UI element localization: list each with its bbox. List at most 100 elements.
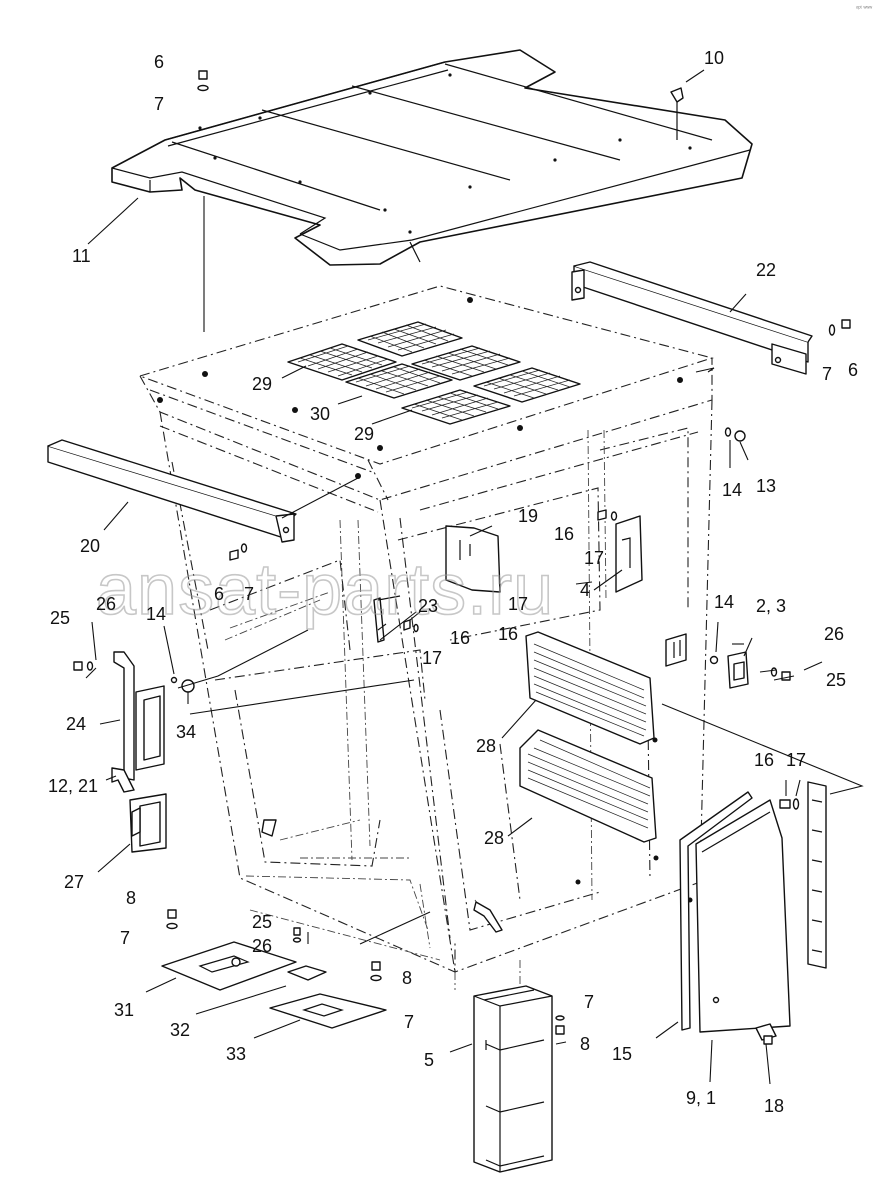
part-label: 27 — [64, 872, 84, 892]
lock-2-3 — [709, 651, 749, 689]
part-label: 24 — [66, 714, 86, 734]
part-label: 8 — [126, 888, 136, 908]
part-label: 6 — [154, 52, 164, 72]
part-label: 7 — [584, 992, 594, 1012]
part-label: 16 — [554, 524, 574, 544]
roof-grilles — [287, 321, 581, 425]
part-label: 34 — [176, 722, 196, 742]
part-label: 7 — [822, 364, 832, 384]
rail-22 — [571, 261, 813, 375]
bolt-8-icon — [166, 909, 178, 930]
part-label: 29 — [354, 424, 374, 444]
bolt-25-icon — [73, 661, 94, 671]
part-label: 6 — [214, 584, 224, 604]
grille-29a — [287, 343, 397, 381]
bolt-8-icon — [555, 1015, 565, 1035]
part-label: 33 — [226, 1044, 246, 1064]
screw-10-icon — [670, 87, 684, 140]
leader-lines — [85, 69, 864, 1085]
handle-23 — [373, 595, 401, 643]
hinge-latch-icon — [665, 633, 687, 667]
part-label: 4 — [580, 580, 590, 600]
part-label: 20 — [80, 536, 100, 556]
grille-30b — [411, 345, 521, 381]
grille-29d — [473, 367, 581, 403]
part-label: 12, 21 — [48, 776, 98, 796]
part-label: 25 — [50, 608, 70, 628]
bracket-4 — [615, 515, 643, 593]
part-label: 18 — [764, 1096, 784, 1116]
bracket-19 — [445, 525, 501, 593]
part-label: 11 — [72, 246, 91, 266]
part-label: 26 — [824, 624, 844, 644]
bolt-25-icon — [292, 927, 302, 943]
part-label: 14 — [146, 604, 166, 624]
part-label: 30 — [310, 404, 330, 424]
part-label: 8 — [402, 968, 412, 988]
door-9-1 — [695, 799, 791, 1033]
part-label: 5 — [424, 1050, 434, 1070]
part-label: 10 — [704, 48, 724, 68]
part-label: 25 — [826, 670, 846, 690]
part-label: 32 — [170, 1020, 190, 1040]
part-label: 16 — [498, 624, 518, 644]
part-label: 7 — [154, 94, 164, 114]
bolt-6-icon — [229, 543, 248, 561]
side-grille-28b — [519, 729, 657, 843]
floor-plate-33 — [269, 993, 387, 1029]
rail-20 — [47, 439, 297, 543]
door-handle-18 — [755, 1023, 777, 1045]
roof-panel — [111, 49, 753, 266]
door-hinge-strip — [807, 781, 827, 969]
part-label: 23 — [418, 596, 438, 616]
part-label: 17 — [422, 648, 442, 668]
part-label: 26 — [96, 594, 116, 614]
part-label: 29 — [252, 374, 272, 394]
part-label: 22 — [756, 260, 776, 280]
part-label: 7 — [120, 928, 130, 948]
part-label: 7 — [404, 1012, 414, 1032]
step-ladder-5 — [473, 985, 553, 1173]
part-label: 15 — [612, 1044, 632, 1064]
bolt-8-icon — [370, 961, 382, 982]
part-label: 26 — [252, 936, 272, 956]
watermark-text: ansat-parts.ru — [96, 550, 554, 630]
part-label: 8 — [580, 1034, 590, 1054]
grille-30a — [345, 363, 453, 399]
part-label: 14 — [722, 480, 742, 500]
handrail-24 — [111, 651, 165, 793]
part-label: 19 — [518, 506, 538, 526]
floor-plate-32 — [287, 965, 327, 981]
part-label: 7 — [244, 584, 254, 604]
bolt-16-icon — [597, 509, 618, 521]
grille-29b — [357, 321, 463, 357]
part-label: 28 — [476, 736, 496, 756]
part-label: 9, 1 — [686, 1088, 716, 1108]
washer-34-icon — [170, 676, 195, 693]
cab-frame — [138, 285, 714, 990]
corner-mark: ᵒᵖᵗ ʷʷʷ — [856, 5, 872, 12]
part-label: 13 — [756, 476, 776, 496]
part-label: 25 — [252, 912, 272, 932]
part-label: 6 — [848, 360, 858, 380]
door-seal-15 — [679, 791, 753, 1031]
part-label: 31 — [114, 1000, 134, 1020]
part-label: 17 — [786, 750, 806, 770]
bolt-16-icon — [403, 619, 419, 633]
part-label: 16 — [450, 628, 470, 648]
washer-14-icon — [724, 427, 746, 442]
side-grille-28a — [525, 631, 655, 745]
part-label: 28 — [484, 828, 504, 848]
part-label: 16 — [754, 750, 774, 770]
bolt-6-icon — [197, 70, 209, 92]
part-label: 17 — [584, 548, 604, 568]
part-label: 2, 3 — [756, 596, 786, 616]
small-wedge-icon — [261, 819, 503, 933]
part-number-labels: 6 7 10 11 22 7 6 29 30 29 14 13 20 19 16… — [48, 48, 858, 1116]
grille-29c — [401, 389, 511, 425]
part-label: 17 — [508, 594, 528, 614]
part-label: 14 — [714, 592, 734, 612]
bolt-6-icon — [828, 319, 851, 336]
